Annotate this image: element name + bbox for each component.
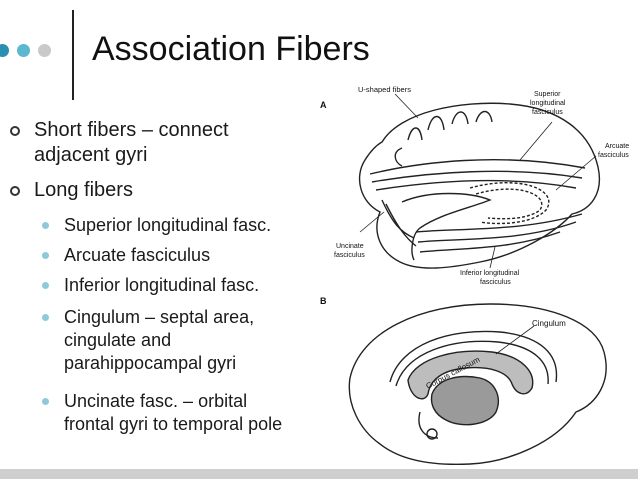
leader-superior bbox=[519, 121, 553, 161]
sub-bullet-uncinate-line-1: Uncinate fasc. – orbital bbox=[64, 391, 248, 411]
superior-longitudinal-fibers-3 bbox=[375, 179, 577, 191]
brain-figure: A U-shaped fibers Superior longitudinal … bbox=[320, 82, 638, 472]
slide-title: Association Fibers bbox=[92, 30, 370, 68]
sub-bullet-marker bbox=[42, 252, 49, 259]
label-superior-line-1: Superior bbox=[534, 91, 561, 98]
sub-bullet-inferior-longitudinal: Inferior longitudinal fasc. bbox=[64, 275, 260, 295]
brain-outline-medial bbox=[348, 303, 607, 466]
panel-a bbox=[358, 93, 600, 269]
leader-arcuate bbox=[555, 155, 597, 191]
bullet-short-fibers-line-1: Short fibers – connect bbox=[34, 119, 229, 141]
inferior-longitudinal-fibers-3 bbox=[419, 231, 561, 253]
sub-bullet-superior-longitudinal: Superior longitudinal fasc. bbox=[64, 215, 272, 235]
superior-longitudinal-fibers-2 bbox=[371, 170, 583, 183]
panel-a-letter: A bbox=[320, 100, 327, 110]
label-superior-line-3: fasciculus bbox=[532, 109, 563, 116]
leader-inferior bbox=[489, 246, 496, 269]
arcuate-fibers-1 bbox=[469, 182, 550, 225]
label-inferior-line-1: Inferior longitudinal bbox=[460, 270, 520, 277]
sub-bullet-uncinate-line-2: frontal gyri to temporal pole bbox=[64, 414, 283, 434]
sub-bullet-marker bbox=[42, 314, 49, 321]
u-fiber-3 bbox=[451, 111, 469, 125]
bullet-marker bbox=[10, 186, 20, 196]
label-uncinate-line-1: Uncinate bbox=[336, 243, 364, 250]
sub-bullet-cingulum-line-1: Cingulum – septal area, bbox=[64, 307, 255, 327]
label-superior-line-2: longitudinal bbox=[530, 100, 566, 107]
u-fiber-2 bbox=[427, 115, 445, 131]
label-cingulum: Cingulum bbox=[532, 319, 566, 328]
accent-dot-3 bbox=[38, 44, 51, 57]
label-uncinate-line-2: fasciculus bbox=[334, 252, 365, 259]
accent-dot-1 bbox=[0, 44, 9, 57]
sub-bullet-marker bbox=[42, 282, 49, 289]
arcuate-fibers-2 bbox=[475, 188, 543, 220]
fornix bbox=[430, 375, 499, 426]
sub-bullet-arcuate: Arcuate fasciculus bbox=[64, 245, 211, 265]
brain-outline-lateral bbox=[358, 102, 600, 269]
u-fiber-4 bbox=[475, 110, 493, 123]
brain-diagram: A U-shaped fibers Superior longitudinal … bbox=[320, 85, 629, 466]
u-fiber-1 bbox=[407, 127, 423, 141]
label-u-shaped-fibers: U-shaped fibers bbox=[358, 85, 411, 94]
leader-u-shaped bbox=[394, 93, 419, 119]
inferior-longitudinal-fibers-1 bbox=[415, 213, 583, 233]
hippocampal-region bbox=[418, 411, 439, 439]
sub-bullet-cingulum-line-2: cingulate and bbox=[64, 330, 172, 350]
temporal-pole-marker bbox=[426, 428, 438, 440]
accent-dot-2 bbox=[17, 44, 30, 57]
panel-b-letter: B bbox=[320, 296, 327, 306]
u-fiber-5 bbox=[394, 147, 403, 167]
uncinate-fibers bbox=[381, 199, 417, 247]
label-arcuate-line-1: Arcuate bbox=[605, 143, 629, 150]
superior-longitudinal-fibers-1 bbox=[369, 159, 586, 175]
panel-a-labels: A U-shaped fibers Superior longitudinal … bbox=[320, 85, 629, 286]
title-divider bbox=[72, 10, 74, 100]
bullet-marker bbox=[10, 126, 20, 136]
temporal-lobe-outline bbox=[401, 192, 492, 261]
cingulum-fibers-outer bbox=[389, 330, 558, 383]
cingulum-fibers-inner bbox=[395, 340, 549, 387]
panel-b bbox=[348, 303, 607, 466]
bullet-long-fibers: Long fibers bbox=[34, 179, 133, 201]
bullet-short-fibers-line-2: adjacent gyri bbox=[34, 144, 148, 166]
inferior-longitudinal-fibers-2 bbox=[417, 221, 577, 243]
leader-uncinate bbox=[359, 211, 385, 233]
bottom-bar bbox=[0, 469, 638, 479]
label-arcuate-line-2: fasciculus bbox=[598, 152, 629, 159]
corpus-callosum bbox=[407, 350, 534, 400]
label-inferior-line-2: fasciculus bbox=[480, 279, 511, 286]
sub-bullet-marker bbox=[42, 398, 49, 405]
leader-cingulum bbox=[495, 325, 535, 355]
sub-bullet-cingulum-line-3: parahippocampal gyri bbox=[64, 353, 237, 373]
sub-bullet-marker bbox=[42, 222, 49, 229]
